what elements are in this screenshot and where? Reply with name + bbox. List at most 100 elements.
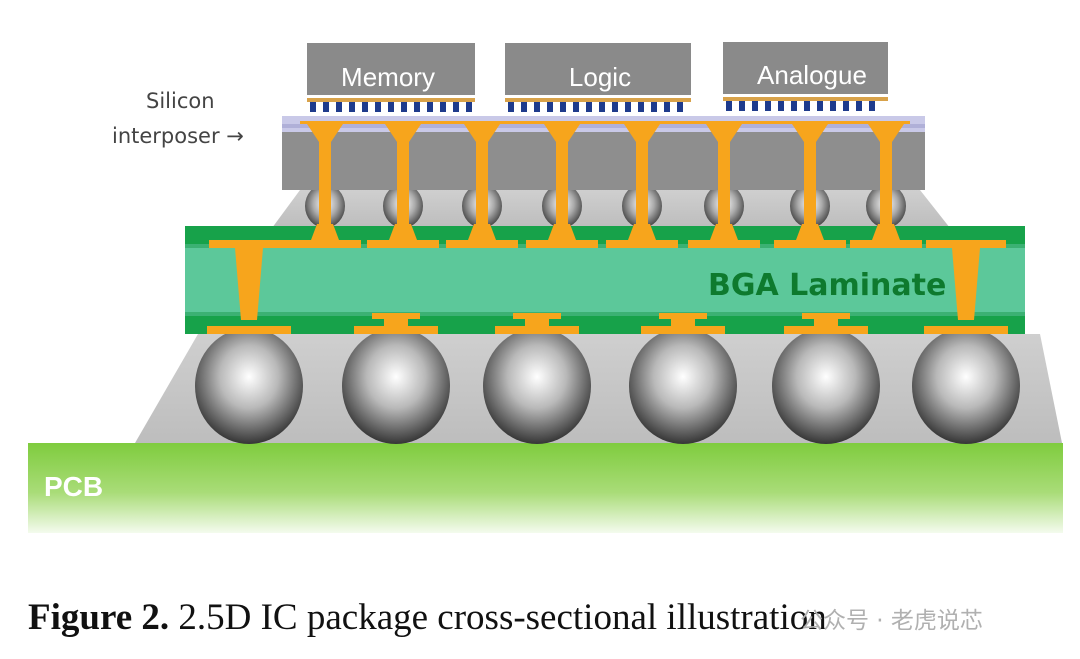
micro-bump xyxy=(778,101,784,111)
die-bond-line xyxy=(307,98,475,102)
figure-caption-text: 2.5D IC package cross-sectional illustra… xyxy=(169,597,827,638)
laminate-top-pad xyxy=(926,240,1006,248)
laminate-top-pad xyxy=(606,240,678,248)
laminate-via-cap xyxy=(659,313,707,319)
tsv-column xyxy=(385,124,421,224)
micro-bump xyxy=(739,101,745,111)
micro-bump xyxy=(427,102,433,112)
laminate-through-via xyxy=(235,248,263,320)
micro-bump xyxy=(625,102,631,112)
micro-bump xyxy=(586,102,592,112)
tsv-flare xyxy=(311,224,339,240)
die-memory: Memory xyxy=(307,43,475,95)
tsv-column xyxy=(307,124,343,224)
tsv-flare xyxy=(628,224,656,240)
die-bond-line xyxy=(505,98,691,102)
laminate-top-pad xyxy=(526,240,598,248)
micro-bump xyxy=(362,102,368,112)
laminate-via-cap xyxy=(802,313,850,319)
laminate-bottom-pad xyxy=(207,326,291,334)
tsv-flare xyxy=(872,224,900,240)
micro-bump xyxy=(599,102,605,112)
micro-bump xyxy=(869,101,875,111)
micro-bump xyxy=(508,102,514,112)
die-analogue: Analogue xyxy=(723,42,888,94)
die-bond-line xyxy=(723,97,888,101)
micro-bump xyxy=(336,102,342,112)
bga-ball xyxy=(342,328,450,444)
micro-bump xyxy=(752,101,758,111)
laminate-bottom-pad xyxy=(924,326,1008,334)
tsv-column xyxy=(464,124,500,224)
micro-bump xyxy=(388,102,394,112)
micro-bump xyxy=(573,102,579,112)
bga-ball xyxy=(629,328,737,444)
micro-bump xyxy=(310,102,316,112)
laminate-top-pad xyxy=(446,240,518,248)
laminate-via-cap xyxy=(513,313,561,319)
micro-bump xyxy=(323,102,329,112)
die-analogue-label: Analogue xyxy=(757,60,867,90)
micro-bump xyxy=(349,102,355,112)
laminate-top-pad xyxy=(289,240,361,248)
tsv-flare xyxy=(389,224,417,240)
micro-bump xyxy=(534,102,540,112)
laminate-bottom-pad xyxy=(354,326,438,334)
laminate-copper-traces xyxy=(207,240,1008,334)
pcb-board xyxy=(28,443,1063,533)
laminate-bottom-pad xyxy=(784,326,868,334)
tsv-flare xyxy=(468,224,496,240)
silicon-interposer xyxy=(282,116,925,190)
micro-bump xyxy=(651,102,657,112)
laminate-via-stub xyxy=(814,318,838,328)
laminate-via-stub xyxy=(525,318,549,328)
micro-bump xyxy=(414,102,420,112)
tsv-flare xyxy=(710,224,738,240)
tsv-column xyxy=(624,124,660,224)
micro-bump xyxy=(804,101,810,111)
laminate-top-pad xyxy=(209,240,289,248)
micro-bump xyxy=(677,102,683,112)
pcb-label: PCB xyxy=(44,471,103,502)
micro-bump xyxy=(664,102,670,112)
tsv-column xyxy=(706,124,742,224)
micro-bump xyxy=(817,101,823,111)
bga-ball xyxy=(912,328,1020,444)
micro-bump xyxy=(638,102,644,112)
die-memory-label: Memory xyxy=(341,62,435,92)
tsv-column xyxy=(792,124,828,224)
die-logic-label: Logic xyxy=(569,62,631,92)
bga-ball xyxy=(483,328,591,444)
micro-bump xyxy=(765,101,771,111)
silicon-label: Silicon xyxy=(146,89,215,113)
micro-bump xyxy=(401,102,407,112)
tsv-column xyxy=(868,124,904,224)
watermark: 公众号 · 老虎说芯 xyxy=(800,608,983,634)
laminate-bottom-pad xyxy=(641,326,725,334)
laminate-top-pad xyxy=(688,240,760,248)
laminate-top-pad xyxy=(367,240,439,248)
laminate-via-stub xyxy=(671,318,695,328)
micro-bump xyxy=(560,102,566,112)
micro-bump xyxy=(856,101,862,111)
micro-bump xyxy=(440,102,446,112)
micro-bump xyxy=(612,102,618,112)
bga-ball xyxy=(195,328,303,444)
micro-bump xyxy=(830,101,836,111)
through-silicon-vias xyxy=(289,121,922,248)
figure-caption: Figure 2. 2.5D IC package cross-sectiona… xyxy=(28,596,827,639)
interposer-label: interposer → xyxy=(112,124,244,148)
laminate-via-cap xyxy=(372,313,420,319)
laminate-top-pad xyxy=(850,240,922,248)
tsv-flare xyxy=(548,224,576,240)
tsv-column xyxy=(544,124,580,224)
micro-bumps xyxy=(307,97,888,112)
laminate-bottom-pad xyxy=(495,326,579,334)
figure-caption-prefix: Figure 2. xyxy=(28,597,170,638)
micro-bump xyxy=(791,101,797,111)
bga-solder-balls xyxy=(195,328,1020,444)
laminate-via-stub xyxy=(384,318,408,328)
top-underfill xyxy=(272,190,950,228)
micro-bump xyxy=(466,102,472,112)
